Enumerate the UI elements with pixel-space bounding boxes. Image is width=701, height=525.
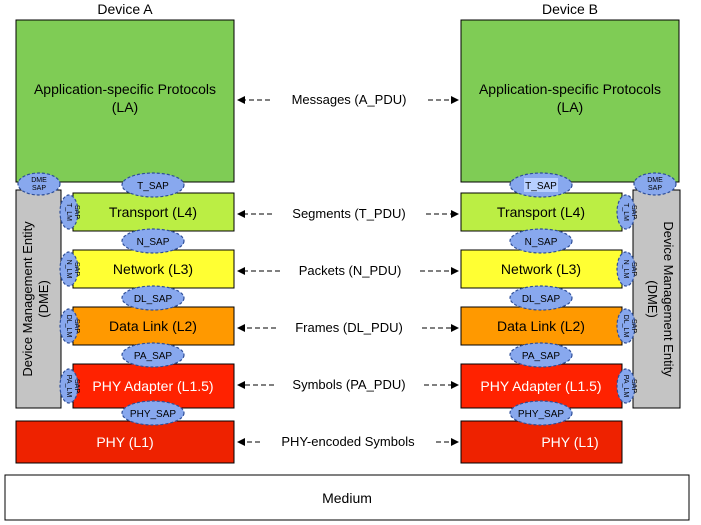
dl-lm-sap-b: DL_LM SAP bbox=[616, 308, 637, 344]
dme-label-a: Device Management Entity bbox=[20, 221, 35, 377]
dl-sap-a bbox=[121, 285, 185, 311]
datalink-layer-b-label: Data Link (L2) bbox=[497, 318, 585, 334]
network-layer-b-label: Network (L3) bbox=[501, 261, 581, 277]
network-layer-b bbox=[460, 249, 623, 289]
phy-adapter-layer-b-label: PHY Adapter (L1.5) bbox=[480, 378, 601, 394]
messages-label: Messages (A_PDU) bbox=[292, 92, 407, 107]
network-layer-a bbox=[72, 249, 235, 289]
dl-lm-sap-b-sub: SAP bbox=[630, 319, 637, 333]
dl-lm-sap-a-sub: SAP bbox=[73, 319, 80, 333]
dl-lm-sap-a: DL_LM SAP bbox=[59, 308, 80, 344]
device-a-stack: Device Management Entity (DME) Applicati… bbox=[15, 19, 235, 464]
dme-box-b bbox=[632, 189, 681, 409]
phy-layer-a bbox=[15, 420, 235, 464]
n-lm-sap-a-sub: SAP bbox=[73, 262, 80, 276]
medium-label: Medium bbox=[322, 490, 372, 506]
dme-sap-a bbox=[17, 172, 61, 196]
transport-layer-b bbox=[460, 192, 623, 232]
symbols-arrow: Symbols (PA_PDU) bbox=[237, 377, 459, 392]
t-lm-sap-b-label: T_LM bbox=[622, 203, 629, 221]
t-lm-sap-b: T_LM SAP bbox=[616, 194, 637, 230]
n-lm-sap-b: N_LM SAP bbox=[616, 251, 637, 287]
messages-arrow: Messages (A_PDU) bbox=[237, 92, 459, 107]
pa-lm-sap-b-label: PA_LM bbox=[622, 375, 629, 398]
application-layer-a-label: Application-specific Protocols bbox=[34, 81, 216, 97]
symbols-label: Symbols (PA_PDU) bbox=[292, 377, 405, 392]
dl-lm-sap-a-label: DL_LM bbox=[65, 315, 72, 338]
phy-adapter-layer-a-label: PHY Adapter (L1.5) bbox=[92, 378, 213, 394]
packets-arrow: Packets (N_PDU) bbox=[237, 263, 459, 278]
application-layer-a-sub: (LA) bbox=[112, 99, 138, 115]
phy-layer-b bbox=[460, 420, 623, 464]
pa-lm-sap-a-sub: SAP bbox=[73, 379, 80, 393]
phy-layer-b-label: PHY (L1) bbox=[541, 434, 598, 450]
t-lm-sap-a-sub: SAP bbox=[73, 205, 80, 219]
application-layer-a bbox=[15, 19, 235, 183]
phy-symbols-arrow: PHY-encoded Symbols bbox=[237, 434, 459, 449]
pa-sap-a-label: PA_SAP bbox=[134, 351, 172, 362]
n-lm-sap-b-label: N_LM bbox=[622, 260, 629, 279]
phy-sap-b-label: PHY_SAP bbox=[518, 409, 564, 420]
dme-box-a bbox=[15, 189, 62, 409]
dme-sap-b bbox=[633, 172, 677, 196]
n-sap-b bbox=[509, 228, 573, 254]
n-sap-a-label: N_SAP bbox=[137, 237, 170, 248]
dme-label-b-sub: (DME) bbox=[645, 280, 660, 318]
packets-label: Packets (N_PDU) bbox=[299, 263, 402, 278]
t-lm-sap-a: T_LM SAP bbox=[59, 194, 80, 230]
dme-label-b: Device Management Entity bbox=[661, 221, 676, 377]
n-lm-sap-b-sub: SAP bbox=[630, 262, 637, 276]
pdu-arrows: Messages (A_PDU) Segments (T_PDU) Packet… bbox=[237, 92, 459, 449]
device-b-title: Device B bbox=[542, 1, 598, 17]
application-layer-b bbox=[460, 19, 680, 183]
device-a-title: Device A bbox=[97, 1, 153, 17]
n-sap-b-label: N_SAP bbox=[525, 237, 558, 248]
phy-sap-a-label: PHY_SAP bbox=[130, 409, 176, 420]
n-sap-a bbox=[121, 228, 185, 254]
frames-arrow: Frames (DL_PDU) bbox=[237, 320, 459, 335]
t-sap-b-label: T_SAP bbox=[525, 181, 557, 192]
dme-sap-b-label: DME bbox=[647, 177, 663, 184]
datalink-layer-a-label: Data Link (L2) bbox=[109, 318, 197, 334]
t-sap-a-label: T_SAP bbox=[137, 181, 169, 192]
pa-lm-sap-b-sub: SAP bbox=[630, 379, 637, 393]
phy-layer-a-label: PHY (L1) bbox=[96, 434, 153, 450]
pa-sap-a bbox=[121, 342, 185, 368]
pa-sap-b bbox=[509, 342, 573, 368]
dme-sap-a-sub: SAP bbox=[32, 185, 46, 192]
t-lm-sap-b-sub: SAP bbox=[630, 205, 637, 219]
frames-label: Frames (DL_PDU) bbox=[295, 320, 403, 335]
dme-sap-a-label: DME bbox=[31, 177, 47, 184]
pa-sap-b-label: PA_SAP bbox=[522, 351, 560, 362]
dme-sap-b-sub: SAP bbox=[648, 185, 662, 192]
pa-lm-sap-a-label: PA_LM bbox=[65, 375, 72, 398]
application-layer-b-label: Application-specific Protocols bbox=[479, 81, 661, 97]
t-lm-sap-a-label: T_LM bbox=[65, 203, 72, 221]
device-b-stack: Device Management Entity (DME) Applicati… bbox=[460, 19, 681, 464]
dl-sap-a-label: DL_SAP bbox=[134, 294, 173, 305]
dl-sap-b-label: DL_SAP bbox=[522, 294, 561, 305]
phy-sap-b bbox=[509, 400, 573, 426]
transport-layer-b-label: Transport (L4) bbox=[497, 204, 585, 220]
dl-sap-b bbox=[509, 285, 573, 311]
t-sap-a bbox=[121, 172, 185, 198]
dme-label-a-sub: (DME) bbox=[36, 280, 51, 318]
pa-lm-sap-a: PA_LM SAP bbox=[59, 368, 80, 404]
t-sap-b-highlight bbox=[524, 178, 558, 192]
n-lm-sap-a-label: N_LM bbox=[65, 260, 72, 279]
segments-arrow: Segments (T_PDU) bbox=[237, 206, 459, 221]
phy-symbols-label: PHY-encoded Symbols bbox=[281, 434, 415, 449]
application-layer-b-sub: (LA) bbox=[557, 99, 583, 115]
medium-box bbox=[4, 474, 690, 521]
phy-sap-a bbox=[121, 400, 185, 426]
segments-label: Segments (T_PDU) bbox=[292, 206, 405, 221]
dl-lm-sap-b-label: DL_LM bbox=[622, 315, 629, 338]
network-layer-a-label: Network (L3) bbox=[113, 261, 193, 277]
pa-lm-sap-b: PA_LM SAP bbox=[616, 368, 637, 404]
n-lm-sap-a: N_LM SAP bbox=[59, 251, 80, 287]
transport-layer-a-label: Transport (L4) bbox=[109, 204, 197, 220]
